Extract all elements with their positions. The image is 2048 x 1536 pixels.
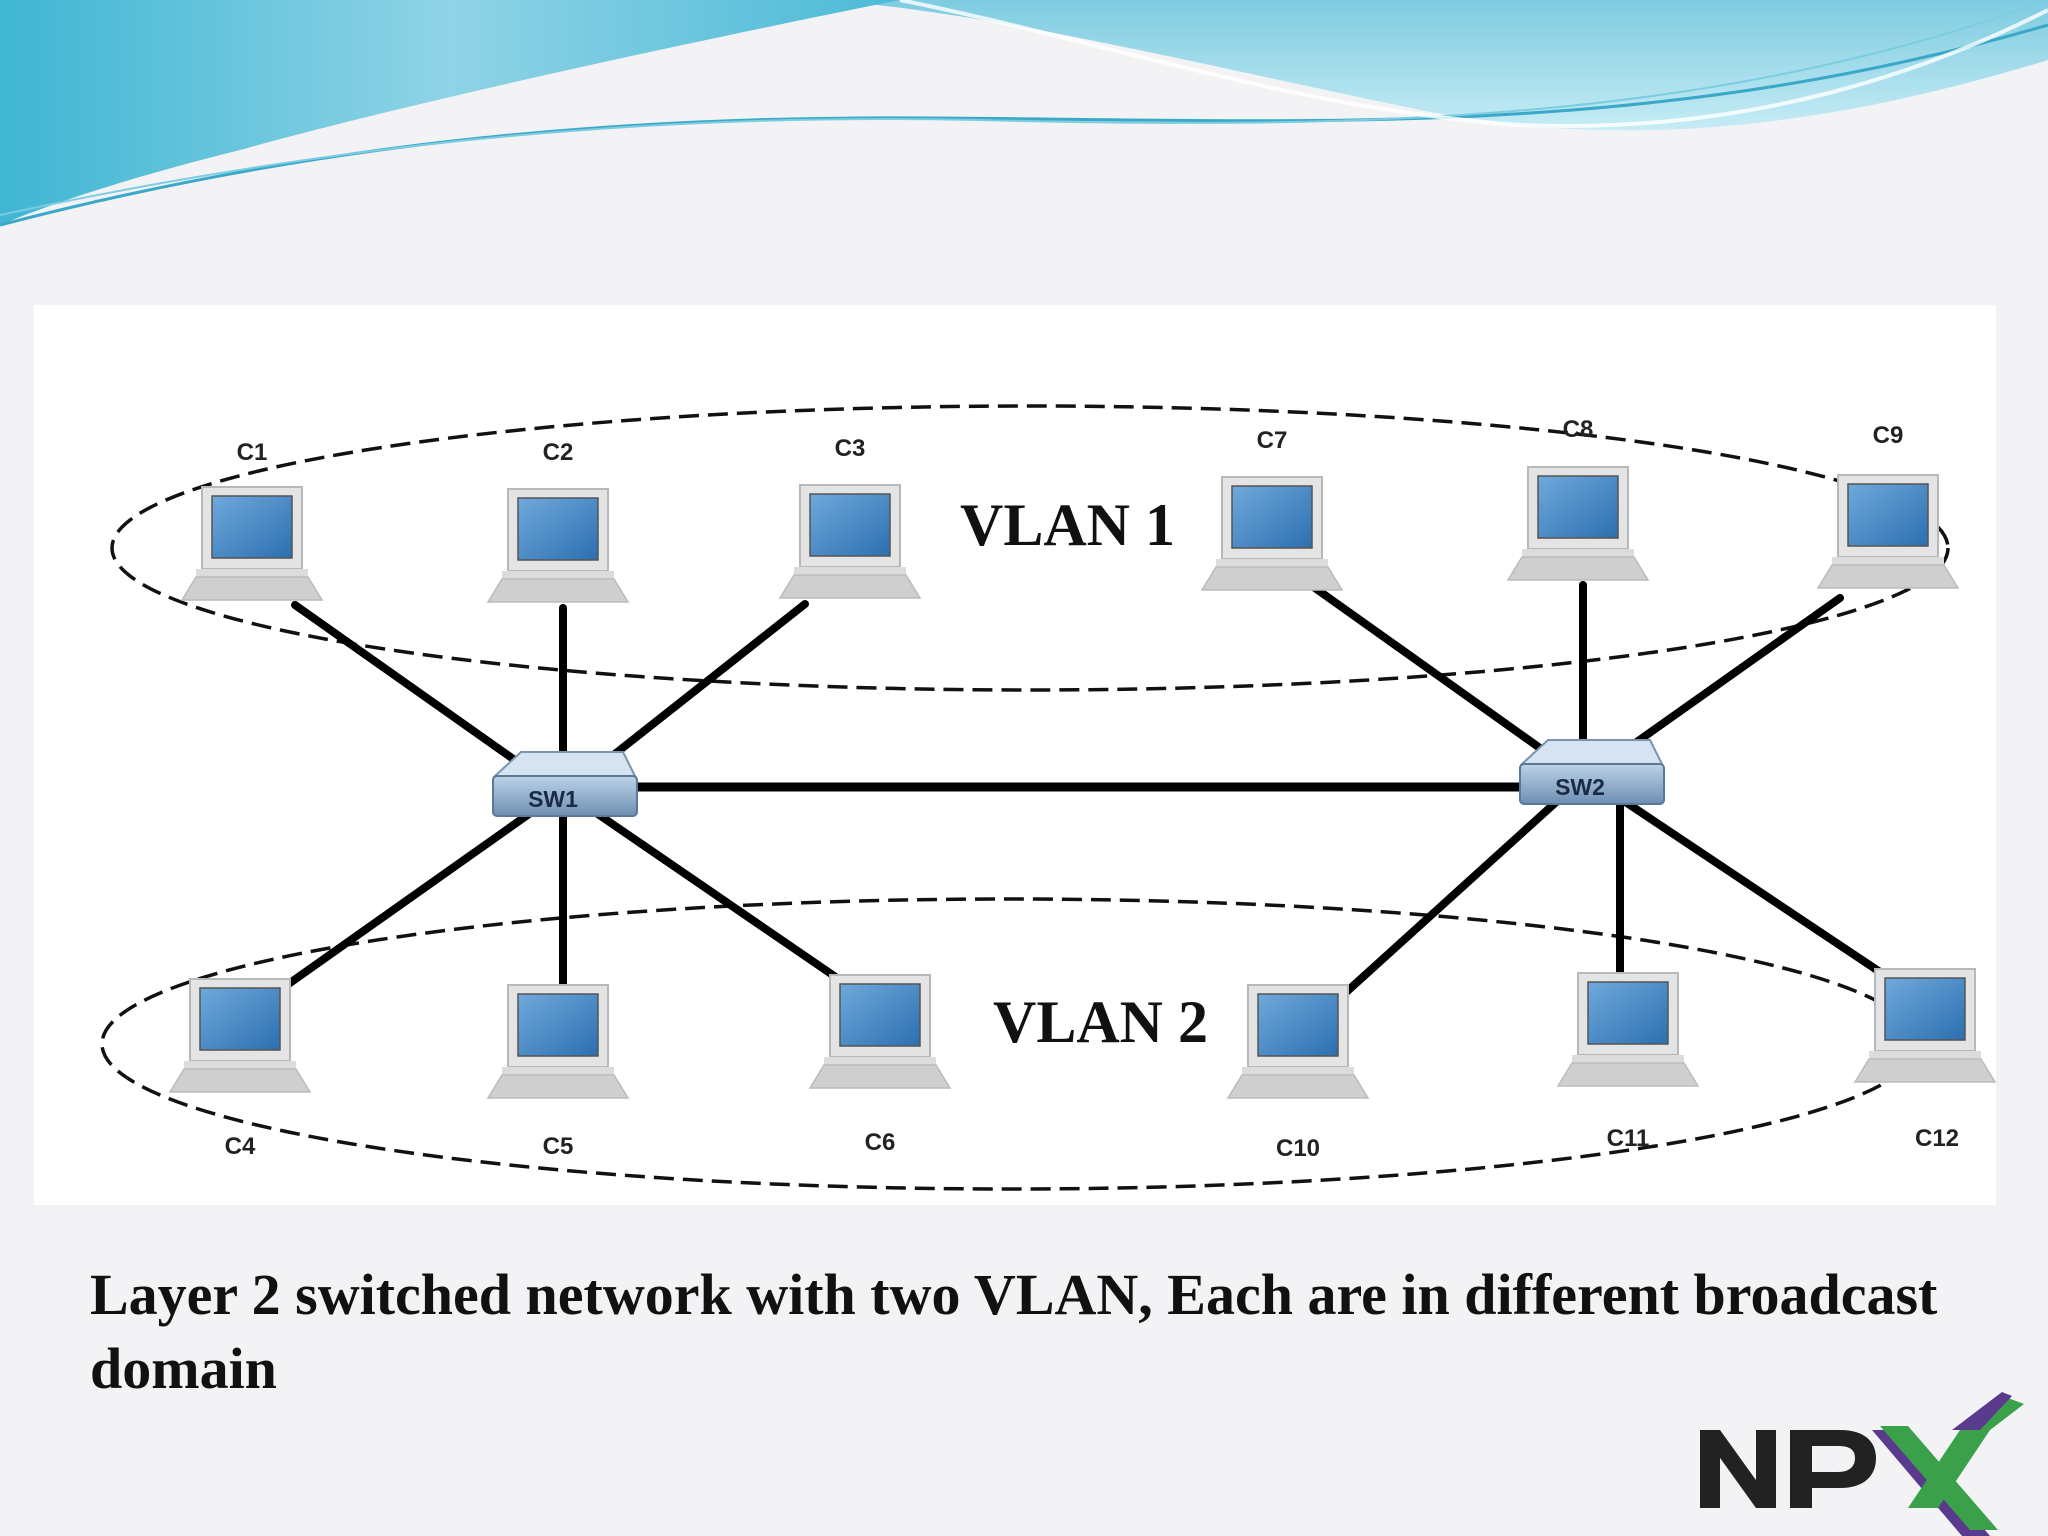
computer-c3: C3 [779,435,921,599]
computer-c11: C11 [1557,972,1699,1152]
computer-label: C9 [1873,422,1904,449]
computer-label: C6 [865,1129,896,1156]
computer-label: C3 [835,435,866,462]
computer-c1: C1 [181,439,323,601]
computer-c7: C7 [1201,427,1343,591]
wave-banner [0,0,2048,227]
computer-label: C5 [543,1133,574,1160]
switch-sw2: SW2 [1519,739,1665,805]
computer-label: C1 [237,439,268,466]
computer-label: C4 [225,1133,256,1160]
computer-c10: C10 [1227,984,1369,1162]
computer-c5: C5 [487,984,629,1160]
switch-sw1: SW1 [492,751,638,817]
computer-label: C11 [1607,1125,1650,1152]
computer-c2: C2 [487,439,629,603]
computer-label: C12 [1915,1125,1959,1152]
vlan2-label: VLAN 2 [993,989,1208,1055]
computer-c8: C8 [1507,416,1649,581]
computer-label: C8 [1563,416,1594,443]
computer-label: C10 [1276,1135,1320,1162]
computer-c12: C12 [1854,968,1996,1152]
computer-c4: C4 [169,978,311,1160]
computer-c6: C6 [809,974,951,1156]
computer-c9: C9 [1817,422,1959,589]
computer-label: C7 [1257,427,1288,454]
vlan1-broadcast-domain-ellipse [110,404,1950,692]
switch-label: SW1 [528,786,578,812]
switch-label: SW2 [1555,774,1605,800]
slide-caption: Layer 2 switched network with two VLAN, … [90,1262,1938,1401]
npx-logo [1700,1392,2024,1536]
vlan1-label: VLAN 1 [960,492,1175,558]
computer-label: C2 [543,439,574,466]
